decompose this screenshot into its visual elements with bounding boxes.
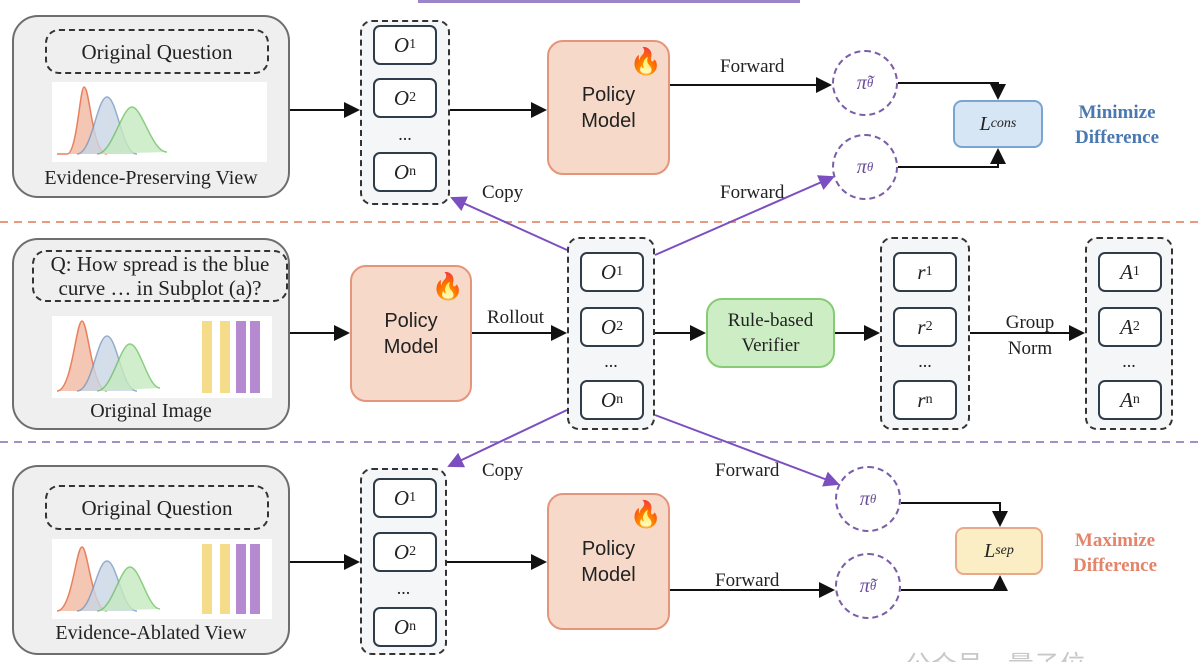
- chart-thumbnail: [52, 539, 272, 619]
- flame-icon: 🔥: [629, 499, 662, 529]
- ellipsis: ...: [1122, 351, 1136, 371]
- evidence-ablated-panel: Original Question Evidence-Ablated View: [12, 465, 290, 655]
- chart-thumbnail: [52, 316, 272, 398]
- copy-label: Copy: [482, 182, 524, 203]
- policy-tilde-node: π̃θ: [835, 553, 901, 619]
- question-box: Original Question: [45, 485, 269, 530]
- forward-label: Forward: [720, 182, 785, 203]
- policy-tilde-node: π̃θ: [832, 50, 898, 116]
- evidence-preserving-panel: Original Question Evidence-Preserving Vi…: [12, 15, 290, 198]
- flame-icon: 🔥: [431, 271, 464, 301]
- forward-label: Forward: [715, 460, 780, 481]
- chart-thumbnail: [52, 82, 267, 162]
- ellipsis: ...: [398, 124, 412, 144]
- forward-label: Forward: [720, 56, 785, 77]
- panel-caption: Original Image: [90, 400, 212, 422]
- question-box: Q: How spread is the blue curve … in Sub…: [32, 250, 288, 302]
- top-bar: [418, 0, 800, 3]
- copy-label: Copy: [482, 460, 524, 481]
- ellipsis: ...: [604, 351, 618, 371]
- flame-icon: 🔥: [629, 46, 662, 76]
- forward-label: Forward: [715, 570, 780, 591]
- original-image-panel: Q: How spread is the blue curve … in Sub…: [12, 238, 290, 430]
- watermark: 公众号 · 量子位: [905, 645, 1086, 662]
- panel-caption: Evidence-Ablated View: [55, 622, 247, 644]
- ellipsis: ...: [396, 578, 411, 598]
- panel-caption: Evidence-Preserving View: [44, 167, 258, 189]
- question-box: Original Question: [45, 29, 269, 74]
- ellipsis: ...: [918, 351, 932, 371]
- rollout-label: Rollout: [487, 307, 545, 328]
